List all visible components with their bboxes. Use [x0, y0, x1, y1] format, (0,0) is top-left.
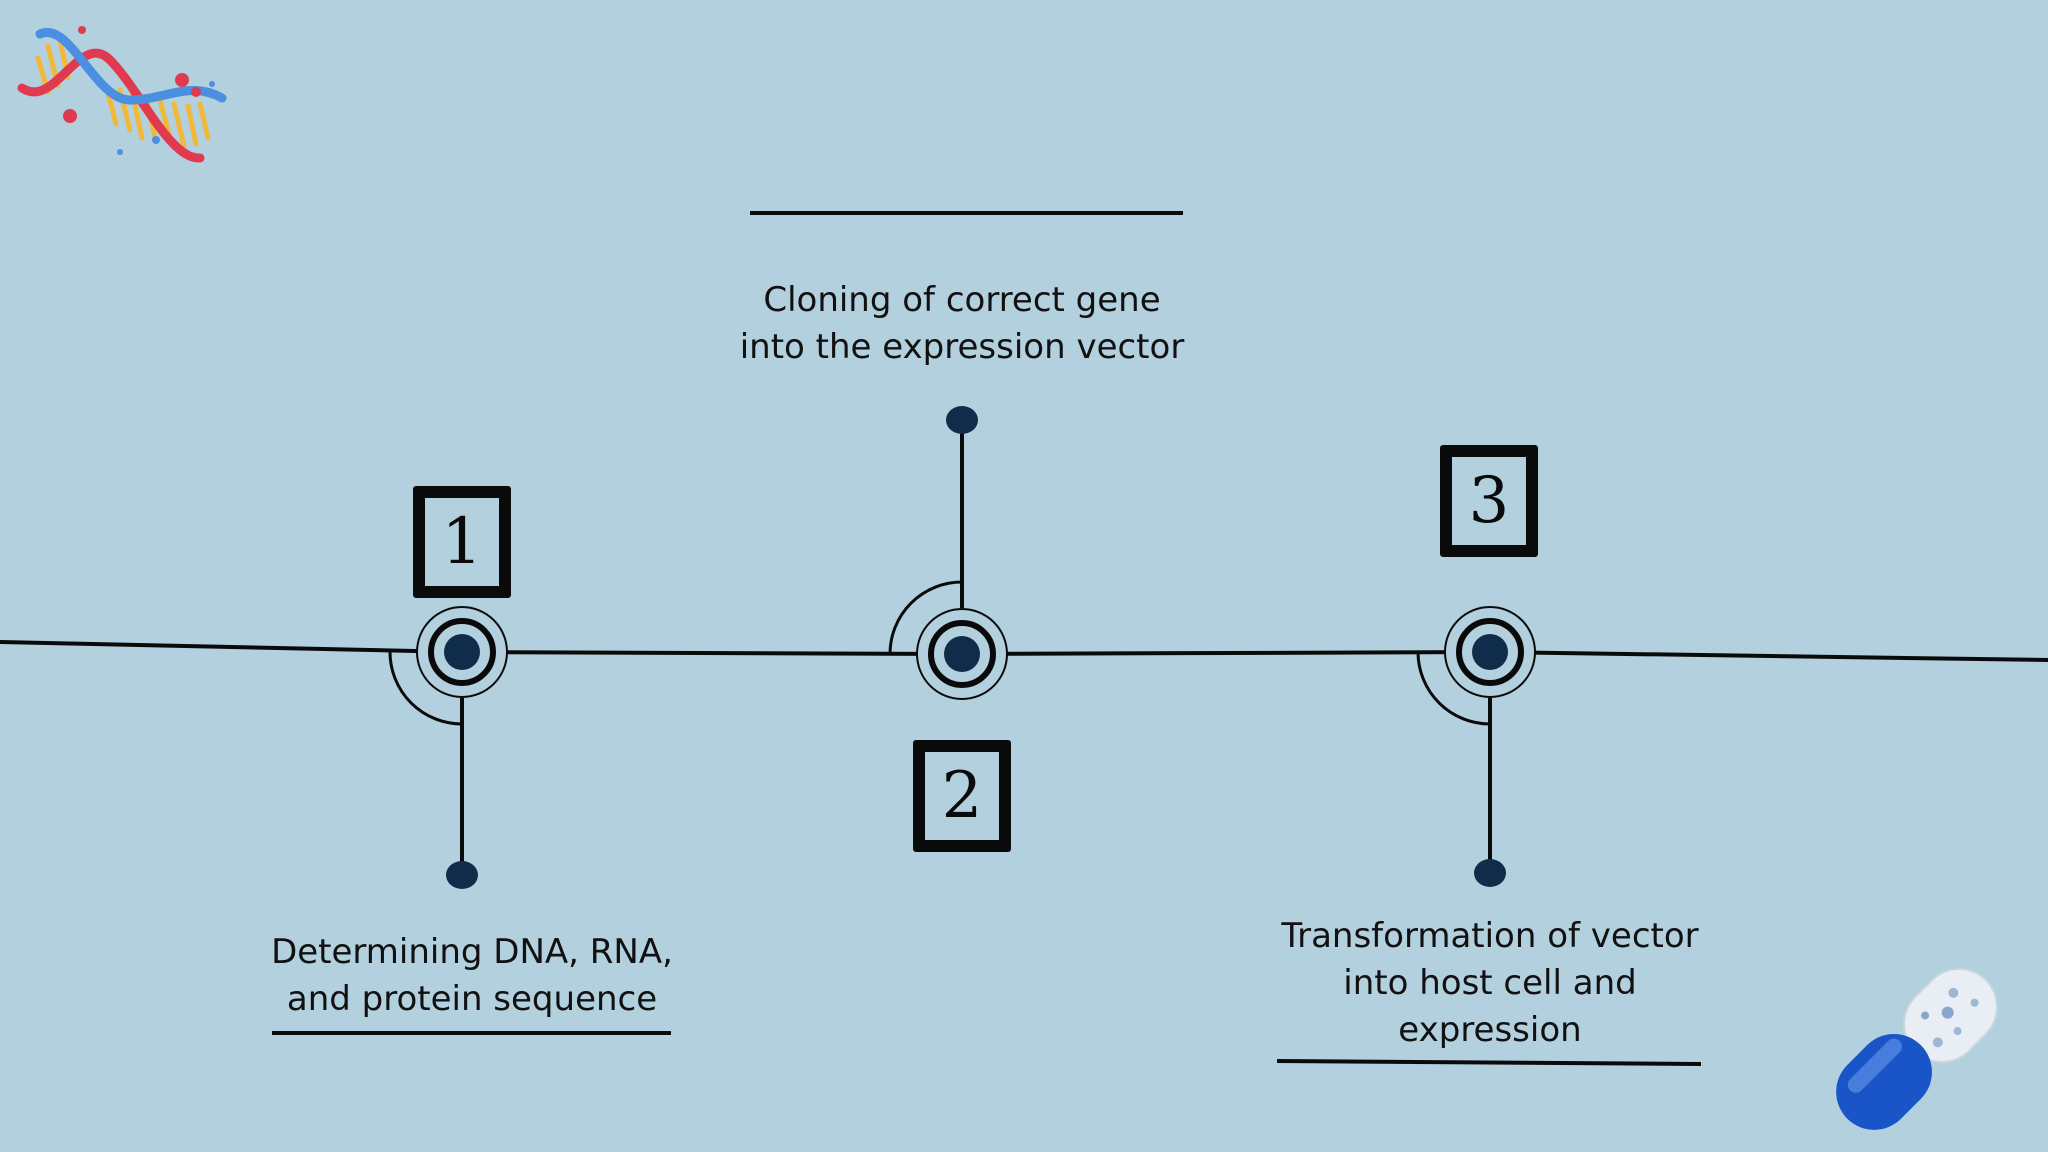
- step-3-number-box: 3: [1440, 445, 1538, 557]
- step-1-text: Determining DNA, RNA, and protein sequen…: [222, 929, 722, 1023]
- step-2-text: Cloning of correct gene into the express…: [712, 277, 1212, 371]
- step-3-text-line-2: into host cell and: [1343, 963, 1637, 1003]
- step-3-text: Transformation of vector into host cell …: [1240, 913, 1740, 1054]
- step-3-underline: [1276, 1059, 1702, 1066]
- timeline-line: [0, 640, 2048, 662]
- capsule-pill-icon: [1836, 967, 1999, 1130]
- step-3-node: [1416, 606, 1536, 887]
- step-1-number-box: 1: [413, 486, 511, 598]
- step-2-number-box: 2: [913, 740, 1011, 852]
- dna-helix-icon: [17, 26, 227, 163]
- step-1-text-line-1: Determining DNA, RNA,: [271, 932, 673, 972]
- step-3-text-line-1: Transformation of vector: [1281, 916, 1699, 956]
- step-2-text-line-2: into the expression vector: [739, 327, 1185, 367]
- step-2-node: [888, 406, 1008, 700]
- step-2-text-line-1: Cloning of correct gene: [763, 280, 1161, 320]
- step-3-text-line-3: expression: [1398, 1010, 1582, 1050]
- step-1-text-line-2: and protein sequence: [286, 979, 658, 1019]
- step-1-node: [388, 606, 508, 889]
